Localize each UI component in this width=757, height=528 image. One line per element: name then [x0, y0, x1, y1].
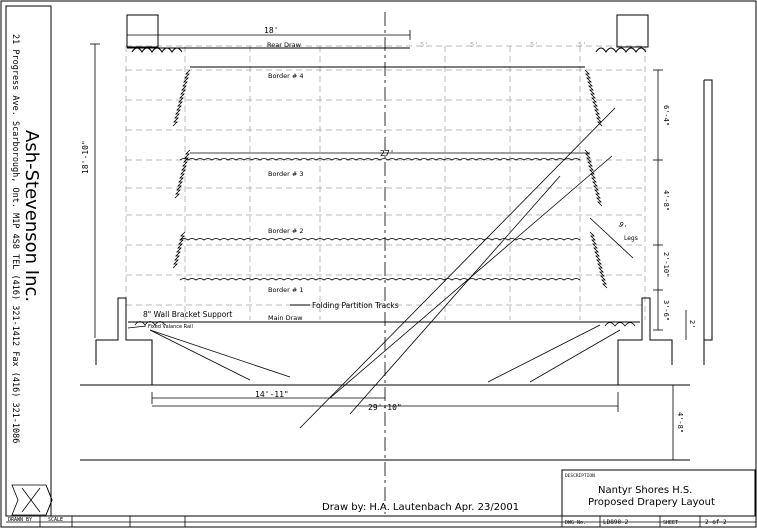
batten-grid	[125, 45, 646, 320]
border-2-leg-left	[172, 231, 186, 269]
north-arrow-icon	[11, 484, 53, 516]
drawing-title: Proposed Drapery Layout	[588, 497, 715, 508]
sheet-label: SHEET	[663, 520, 678, 526]
stage-left-wall	[95, 297, 153, 385]
dimension-5a: 5'	[420, 41, 428, 49]
dimension-5b: 5'	[470, 41, 478, 49]
dimension-29-10: 29'-10"	[368, 403, 402, 412]
dwg-label: DWG No.	[565, 520, 586, 526]
sightline-3	[349, 175, 561, 415]
label-main-draw: Main Draw	[268, 314, 303, 322]
sightline-left-2	[149, 329, 291, 378]
border-1-curtain	[179, 278, 581, 281]
border-3-curtain	[179, 158, 581, 161]
dimension-3-6: 3'-6"	[662, 300, 670, 321]
rear-draw-end-block-right	[616, 14, 649, 48]
drawn-by-text: Draw by: H.A. Lautenbach Apr. 23/2001	[322, 502, 519, 513]
label-border-2: Border # 2	[268, 227, 304, 235]
dimension-5c: 5'	[530, 41, 538, 49]
main-draw-curtain-right	[604, 322, 636, 327]
label-wall-bracket: 8" Wall Bracket Support	[143, 310, 232, 319]
border-2-leg-right	[589, 231, 608, 289]
scale-strip-label-2: SCALE	[48, 517, 63, 523]
sheet-of: 2 of 2	[705, 519, 727, 526]
stage-right-return	[703, 79, 713, 365]
sightline-1	[299, 107, 616, 429]
rear-draw-curtain-left	[131, 47, 183, 53]
label-folding-partition: Folding Partition Tracks	[312, 301, 399, 310]
border-4-leg-right	[584, 69, 603, 127]
description-label: DESCRIPTION	[565, 473, 595, 479]
valance-pointer	[127, 325, 147, 329]
label-border-3: Border # 3	[268, 170, 304, 178]
rear-draw-curtain-right	[595, 47, 647, 53]
dimension-14-11: 14'-11"	[255, 390, 289, 399]
dimension-6-4: 6'-4"	[662, 105, 670, 126]
dimension-4-8: 4'-8"	[662, 190, 670, 211]
sightline-left-1	[149, 329, 251, 381]
main-draw-curtain-left	[134, 321, 166, 326]
label-rear-draw: Rear Draw	[267, 41, 302, 49]
dimension-18: 18'	[264, 26, 278, 35]
dimension-4-8-front: 4'-8"	[676, 412, 684, 433]
border-4-leg-left	[172, 69, 191, 127]
border-3-leg-right	[584, 149, 603, 207]
label-border-4: Border # 4	[268, 72, 304, 80]
label-border-1: Border # 1	[268, 286, 304, 294]
company-address: 21 Progress Ave. Scarborough, Ont. M1P 4…	[10, 34, 20, 443]
dimension-2: 2'	[688, 320, 696, 328]
scale-strip-label: DRAWN BY	[8, 517, 32, 523]
dwg-number: LD890-2	[603, 519, 629, 526]
label-fixed-valance: Fixed Valance Rail	[148, 324, 193, 330]
dimension-5d: 5'	[578, 41, 586, 49]
rear-draw-end-block-left	[126, 14, 159, 48]
stage-right-wall	[617, 297, 673, 385]
sightline-right-1	[487, 324, 601, 383]
dimension-2-10: 2'-10"	[662, 252, 670, 277]
dimension-9: 9'	[617, 220, 629, 232]
border-3-leg-left	[174, 149, 191, 199]
border-2-curtain	[179, 238, 581, 241]
label-legs: Legs	[624, 235, 638, 242]
dimension-18-10: 18'-10"	[81, 140, 90, 174]
legs-dimension-line	[589, 217, 634, 259]
company-name: Ash-Stevenson Inc.	[21, 130, 42, 302]
dimension-27: 27'	[380, 149, 394, 158]
project-name: Nantyr Shores H.S.	[598, 485, 692, 496]
sightline-right-2	[529, 329, 621, 383]
title-block: DESCRIPTION Nantyr Shores H.S. Proposed …	[561, 469, 756, 527]
